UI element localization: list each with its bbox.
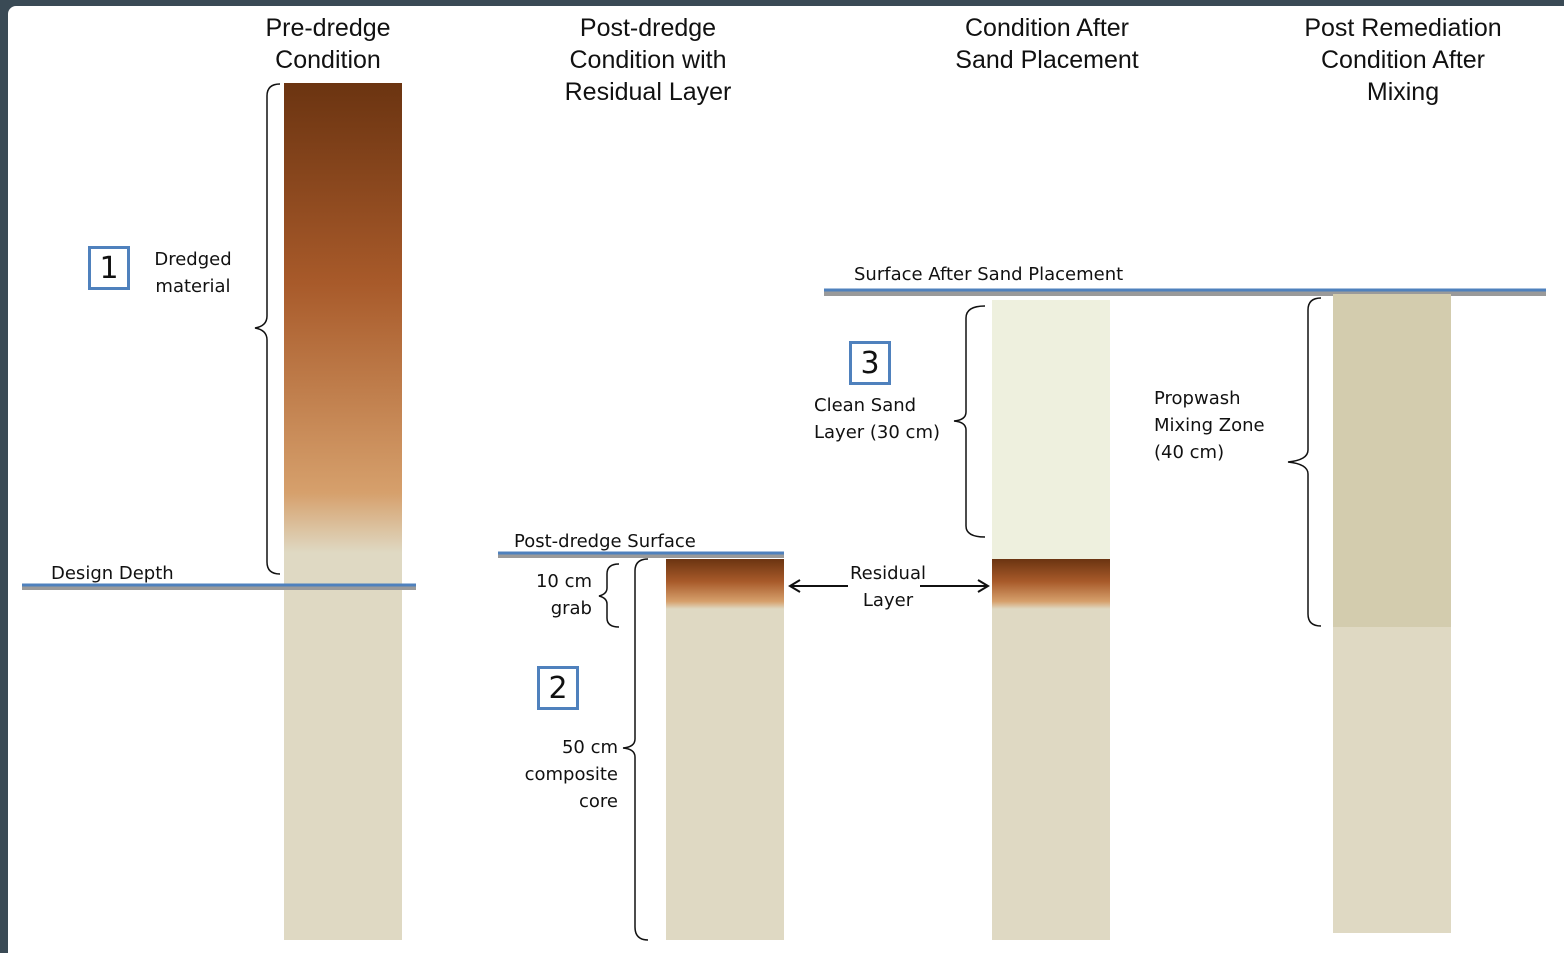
composite-core-label: 50 cm composite core xyxy=(508,734,618,815)
title-after-sand: Condition After Sand Placement xyxy=(932,12,1162,76)
dredged-material-label-line-1: Dredged xyxy=(154,249,232,270)
pre-dredge-dredged-material xyxy=(284,83,402,583)
post-dredge-residual-layer xyxy=(666,559,784,609)
design-depth-label: Design Depth xyxy=(51,563,174,584)
title-post-dredge-line-2: Condition with xyxy=(569,46,727,74)
diagram-canvas: Pre-dredge Condition Post-dredge Conditi… xyxy=(8,6,1564,953)
diagram-graphics xyxy=(22,83,1546,941)
propwash-mixing-zone xyxy=(1333,294,1451,627)
after-sand-native-sediment xyxy=(992,600,1110,940)
clean-sand-layer xyxy=(992,300,1110,559)
marker-2: 2 xyxy=(537,666,579,710)
title-after-sand-line-1: Condition After xyxy=(965,14,1129,42)
title-post-remediation-line-2: Condition After xyxy=(1321,46,1485,74)
title-pre-dredge-line-1: Pre-dredge xyxy=(265,14,391,42)
grab-label-line-2: grab xyxy=(550,598,592,619)
propwash-label: Propwash Mixing Zone (40 cm) xyxy=(1154,385,1265,466)
clean-sand-bracket xyxy=(953,305,986,538)
title-pre-dredge-line-2: Condition xyxy=(275,46,381,74)
propwash-bracket xyxy=(1287,297,1322,627)
propwash-label-line-3: (40 cm) xyxy=(1154,442,1225,463)
title-after-sand-line-2: Sand Placement xyxy=(955,46,1139,74)
propwash-label-line-2: Mixing Zone xyxy=(1154,415,1265,436)
residual-layer-label-line-1: Residual xyxy=(849,563,927,584)
residual-layer-label-line-2: Layer xyxy=(862,590,914,611)
grab-label-line-1: 10 cm xyxy=(535,571,592,592)
propwash-label-line-1: Propwash xyxy=(1154,388,1241,409)
title-post-remediation-line-3: Mixing xyxy=(1366,78,1440,106)
title-post-remediation-line-1: Post Remediation xyxy=(1304,14,1502,42)
clean-sand-label-line-1: Clean Sand xyxy=(814,395,917,416)
marker-3: 3 xyxy=(849,341,891,385)
pre-dredge-native-sediment xyxy=(284,576,402,940)
dredged-material-label-line-2: material xyxy=(155,276,231,297)
title-post-dredge-line-3: Residual Layer xyxy=(564,78,732,106)
post-dredge-surface-label: Post-dredge Surface xyxy=(514,531,696,552)
title-pre-dredge: Pre-dredge Condition xyxy=(228,12,428,76)
title-post-dredge: Post-dredge Condition with Residual Laye… xyxy=(538,12,758,108)
clean-sand-label-line-2: Layer (30 cm) xyxy=(814,422,941,443)
dredged-material-bracket xyxy=(254,83,281,575)
post-dredge-native-sediment xyxy=(666,600,784,940)
marker-1: 1 xyxy=(88,246,130,290)
title-post-dredge-line-1: Post-dredge xyxy=(579,14,717,42)
after-sand-residual-layer xyxy=(992,559,1110,609)
composite-core-label-line-3: core xyxy=(579,791,618,812)
composite-core-label-line-1: 50 cm xyxy=(561,737,618,758)
composite-core-bracket xyxy=(622,558,649,941)
composite-core-label-line-2: composite xyxy=(524,764,618,785)
post-remediation-native-sediment xyxy=(1333,616,1451,933)
surface-after-sand-label: Surface After Sand Placement xyxy=(854,264,1124,285)
title-post-remediation: Post Remediation Condition After Mixing xyxy=(1278,12,1528,108)
clean-sand-label: Clean Sand Layer (30 cm) xyxy=(814,392,940,446)
grab-label: 10 cm grab xyxy=(518,568,592,622)
grab-bracket xyxy=(598,563,620,628)
dredged-material-label: Dredged material xyxy=(148,246,238,300)
residual-layer-label: Residual Layer xyxy=(838,560,938,614)
